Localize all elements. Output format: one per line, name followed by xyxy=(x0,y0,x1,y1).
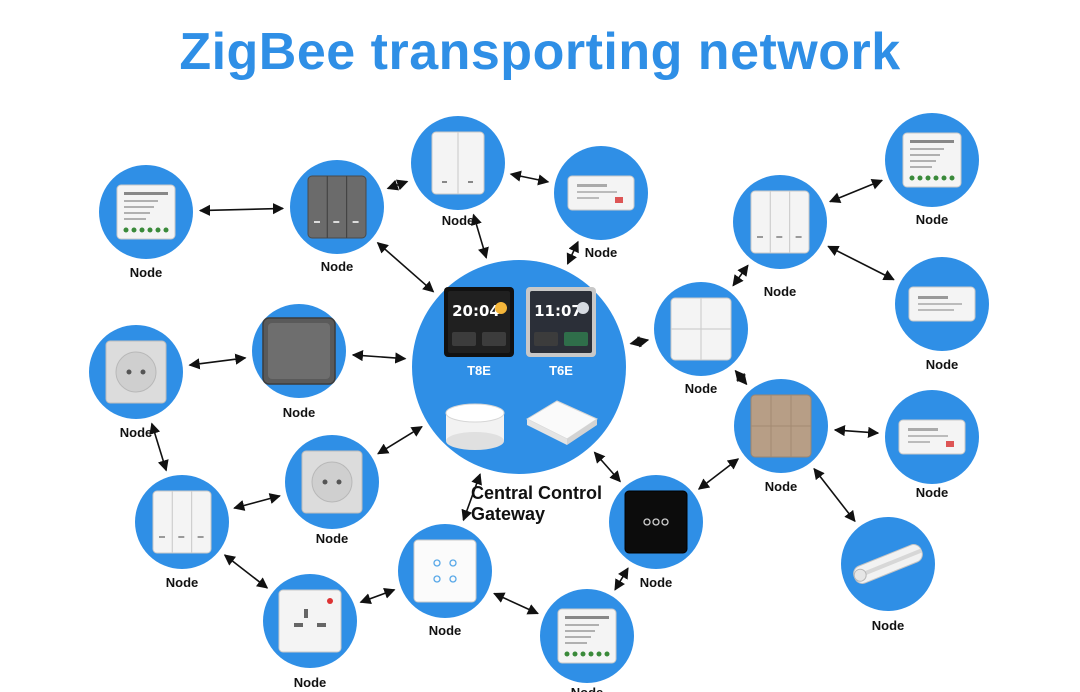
panel-time: 20:04 xyxy=(452,302,500,320)
six-gang-switch-icon xyxy=(750,394,812,458)
node-n10: Node xyxy=(398,524,492,638)
node-label: Node xyxy=(685,381,718,396)
curtain-motor-icon xyxy=(853,544,923,584)
gateway-hub-round xyxy=(445,403,505,450)
uk-socket-icon xyxy=(278,589,342,653)
panel-model-label: T8E xyxy=(467,363,491,378)
node-label: Node xyxy=(571,685,604,692)
touch-switch-icon xyxy=(413,539,477,603)
node-n14: Node xyxy=(734,379,828,494)
link-arrow-n14-n18 xyxy=(833,425,880,438)
node-label: Node xyxy=(442,213,475,228)
link-arrow-n14-n12 xyxy=(697,458,740,490)
link-arrow-n12-gw xyxy=(593,451,621,483)
node-n3: Node xyxy=(411,116,505,228)
node-n4: Node xyxy=(554,146,648,260)
link-arrow-n8-n7 xyxy=(233,493,281,511)
dimmer-module-icon xyxy=(116,184,176,240)
connection-arrows xyxy=(149,170,895,615)
link-arrow-n1-n2 xyxy=(198,203,285,216)
node-n8: Node xyxy=(135,475,229,590)
node-label: Node xyxy=(916,212,949,227)
gateway-label-line2: Gateway xyxy=(471,504,545,524)
link-arrow-n3-gw xyxy=(471,213,489,259)
socket-icon xyxy=(301,450,363,514)
node-label: Node xyxy=(294,675,327,690)
link-arrow-n13-n15 xyxy=(732,264,749,287)
node-label: Node xyxy=(283,405,316,420)
link-arrow-n9-n10 xyxy=(359,588,396,604)
node-n16: Node xyxy=(885,113,979,227)
link-arrow-n4-gw xyxy=(566,240,579,265)
link-arrow-n14-n19 xyxy=(813,467,856,523)
link-arrow-n10-n11 xyxy=(493,592,539,615)
link-arrow-n15-n17 xyxy=(827,245,895,281)
node-n7: Node xyxy=(285,435,379,546)
diagram-title: ZigBee transporting network xyxy=(179,23,901,81)
switch-module-icon xyxy=(567,175,635,211)
link-arrow-n11-n12 xyxy=(614,567,629,591)
four-gang-switch-icon xyxy=(670,297,732,361)
weather-icon xyxy=(577,302,589,314)
link-arrow-n13-gw xyxy=(629,336,650,348)
node-label: Node xyxy=(765,479,798,494)
node-label: Node xyxy=(321,259,354,274)
three-gang-switch-icon xyxy=(750,190,810,254)
gateway-label-line1: Central Control xyxy=(471,483,602,503)
node-label: Node xyxy=(166,575,199,590)
node-label: Node xyxy=(764,284,797,299)
led-controller-icon xyxy=(908,286,976,322)
node-label: Node xyxy=(926,357,959,372)
node-n13: Node xyxy=(654,282,748,396)
node-n11: Node xyxy=(540,589,634,692)
node-n6: Node xyxy=(89,325,183,440)
link-arrow-n8-n9 xyxy=(223,554,269,589)
link-arrow-n6-n8 xyxy=(149,422,169,472)
link-arrow-n10-gw xyxy=(461,473,482,522)
node-n19: Node xyxy=(841,517,935,633)
link-arrow-n6-n5 xyxy=(188,353,247,370)
node-n9: Node xyxy=(263,574,357,690)
link-arrow-n5-gw xyxy=(351,350,407,364)
node-n1: Node xyxy=(99,165,193,280)
node-n15: Node xyxy=(733,175,827,299)
node-label: Node xyxy=(429,623,462,638)
three-gang-switch-icon xyxy=(307,175,367,239)
touch-switch-icon xyxy=(624,490,688,554)
panel-model-label: T6E xyxy=(549,363,573,378)
node-label: Node xyxy=(640,575,673,590)
node-label: Node xyxy=(130,265,163,280)
switch-module-icon xyxy=(898,419,966,455)
node-n2: Node xyxy=(290,160,384,274)
node-label: Node xyxy=(916,485,949,500)
link-arrow-n13-n14 xyxy=(734,369,748,386)
node-n12: Node xyxy=(609,475,703,590)
link-arrow-n7-gw xyxy=(377,426,423,455)
node-label: Node xyxy=(120,425,153,440)
two-gang-switch-icon xyxy=(431,131,485,195)
node-n5: Node xyxy=(252,304,346,420)
node-label: Node xyxy=(585,245,618,260)
node-label: Node xyxy=(316,531,349,546)
three-gang-switch-icon xyxy=(152,490,212,554)
weather-icon xyxy=(495,302,507,314)
node-n17: Node xyxy=(895,257,989,372)
node-n18: Node xyxy=(885,390,979,500)
link-arrow-n2-n3 xyxy=(386,179,409,191)
link-arrow-n3-n4 xyxy=(509,170,550,186)
link-arrow-n2-gw xyxy=(376,241,435,293)
dimmer-module-icon xyxy=(902,132,962,188)
dimmer-module-icon xyxy=(557,608,617,664)
gateway-hub-square xyxy=(525,400,599,445)
link-arrow-n15-n16 xyxy=(828,179,884,203)
node-label: Node xyxy=(872,618,905,633)
smart-panel-icon xyxy=(262,317,336,385)
socket-icon xyxy=(105,340,167,404)
gateway-panel-t6e: 11:07 xyxy=(526,287,596,357)
panel-time: 11:07 xyxy=(534,302,582,320)
gateway-panel-t8e: 20:04 xyxy=(444,287,514,357)
